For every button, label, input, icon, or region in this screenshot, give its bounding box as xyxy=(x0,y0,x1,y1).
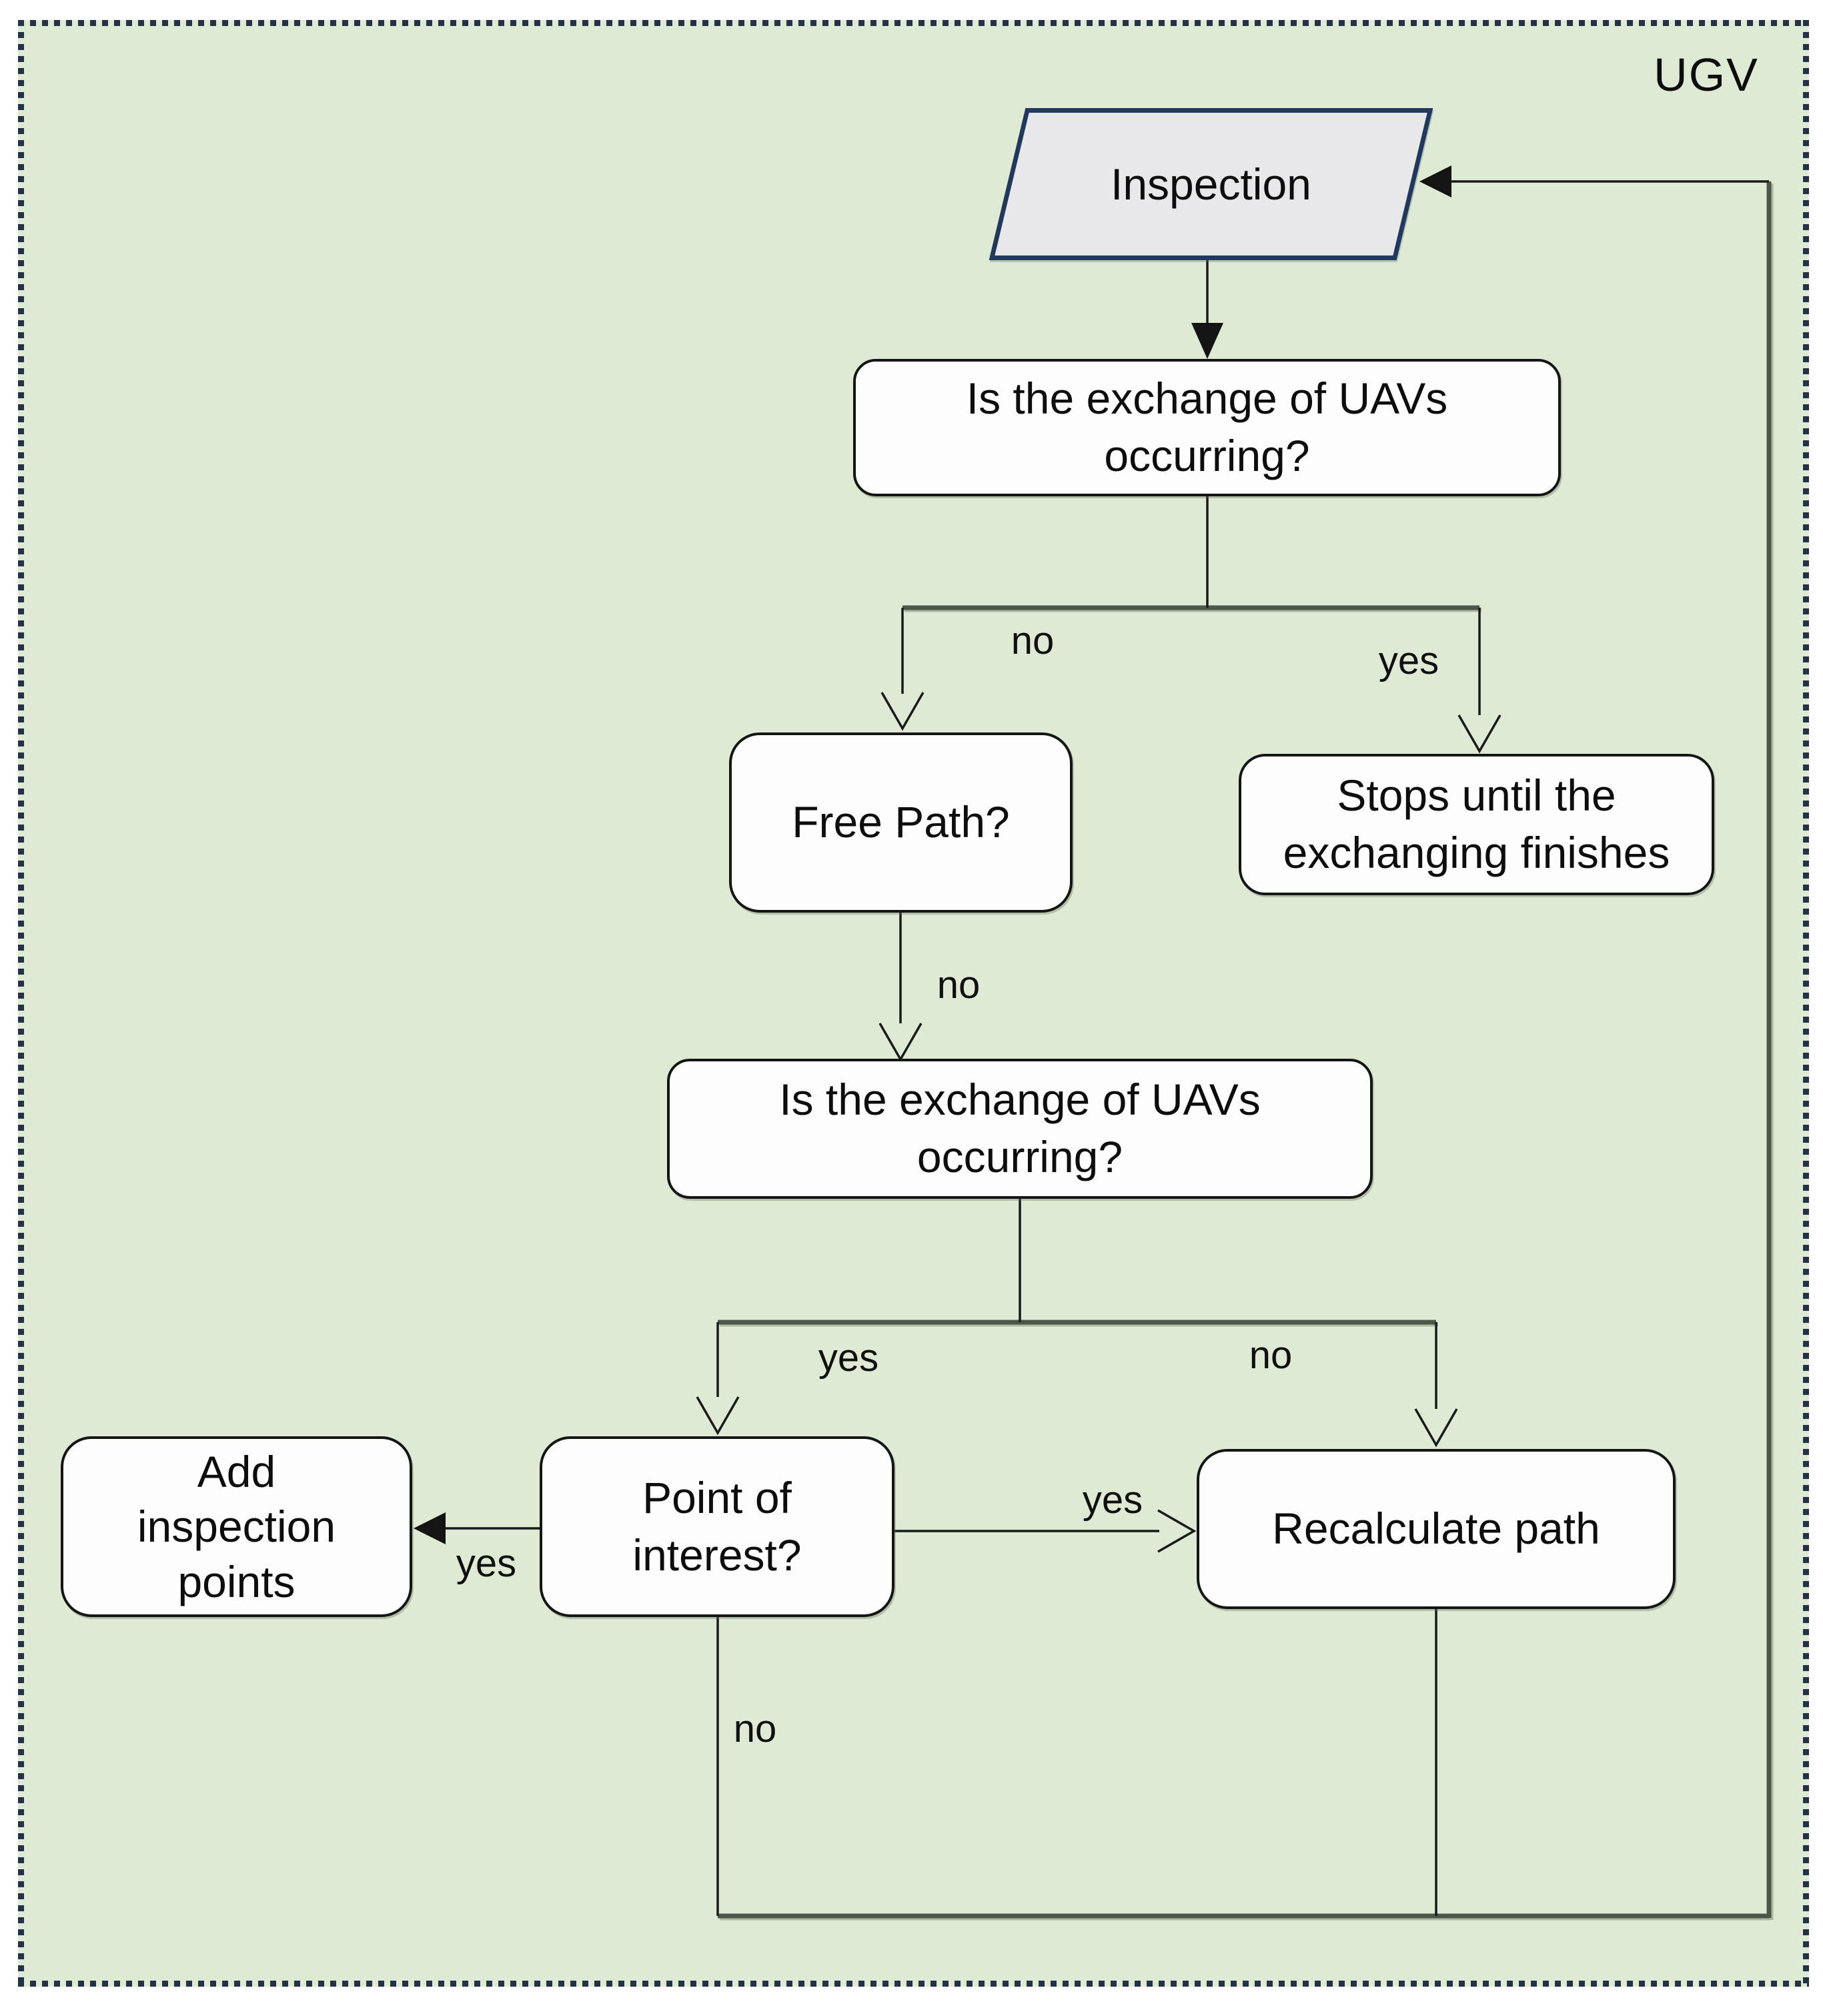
node-add-inspection-points: Add inspection points xyxy=(61,1436,412,1617)
node-recalculate-path: Recalculate path xyxy=(1197,1449,1676,1609)
node-poi-line1: Point of xyxy=(642,1472,792,1522)
node-exchange-decision-mid-line2: occurring? xyxy=(917,1132,1123,1181)
edge-label-poi-no: no xyxy=(733,1707,777,1750)
panel-title: UGV xyxy=(1654,49,1759,101)
node-add-points-line3: points xyxy=(177,1556,295,1606)
arrowhead-into-decision2 xyxy=(878,1023,923,1062)
panel-border-bottom xyxy=(18,1981,1809,1987)
arrowhead-into-point-of-interest xyxy=(696,1396,740,1436)
arrowhead-into-inspection xyxy=(1419,165,1451,197)
edge-label-free-path-no: no xyxy=(937,963,981,1007)
ugv-panel xyxy=(18,20,1809,1987)
panel-border-left xyxy=(18,20,24,1987)
edge-label-mid-yes: yes xyxy=(818,1336,879,1380)
edge-label-poi-yes-recalc: yes xyxy=(1082,1478,1143,1522)
node-add-points-line2: inspection xyxy=(137,1502,336,1552)
edge-label-poi-yes-add: yes xyxy=(456,1542,517,1585)
edge-label-top-yes: yes xyxy=(1378,639,1439,682)
node-point-of-interest: Point of interest? xyxy=(540,1436,894,1617)
node-exchange-decision-top-line1: Is the exchange of UAVs xyxy=(966,374,1448,424)
node-stops-until-exchange: Stops until the exchanging finishes xyxy=(1239,754,1714,895)
node-exchange-decision-mid-line1: Is the exchange of UAVs xyxy=(779,1075,1261,1125)
node-exchange-decision-top-line2: occurring? xyxy=(1104,431,1310,480)
node-inspection-label: Inspection xyxy=(1111,159,1311,209)
node-exchange-decision-mid: Is the exchange of UAVs occurring? xyxy=(667,1059,1373,1199)
node-exchange-decision-top: Is the exchange of UAVs occurring? xyxy=(853,359,1561,496)
arrowhead-into-add-points xyxy=(414,1512,446,1544)
edge-label-mid-no: no xyxy=(1249,1334,1293,1377)
arrowhead-into-recalculate-left xyxy=(1157,1509,1197,1553)
panel-border-right xyxy=(1803,20,1809,1987)
node-poi-line2: interest? xyxy=(632,1530,802,1580)
arrowhead-into-decision1 xyxy=(1191,323,1223,359)
node-free-path-label: Free Path? xyxy=(792,797,1010,847)
arrowhead-into-stops xyxy=(1457,714,1501,754)
node-inspection: Inspection xyxy=(989,108,1433,260)
node-free-path: Free Path? xyxy=(729,732,1073,913)
node-stops-line2: exchanging finishes xyxy=(1283,828,1670,877)
arrowhead-into-recalculate-top xyxy=(1414,1408,1458,1448)
arrowhead-into-free-path xyxy=(880,692,925,731)
node-recalculate-label: Recalculate path xyxy=(1272,1504,1600,1554)
node-stops-line1: Stops until the xyxy=(1337,771,1616,821)
edge-label-top-no: no xyxy=(1011,619,1055,662)
node-add-points-line1: Add xyxy=(197,1446,276,1496)
panel-border-top xyxy=(18,20,1809,26)
